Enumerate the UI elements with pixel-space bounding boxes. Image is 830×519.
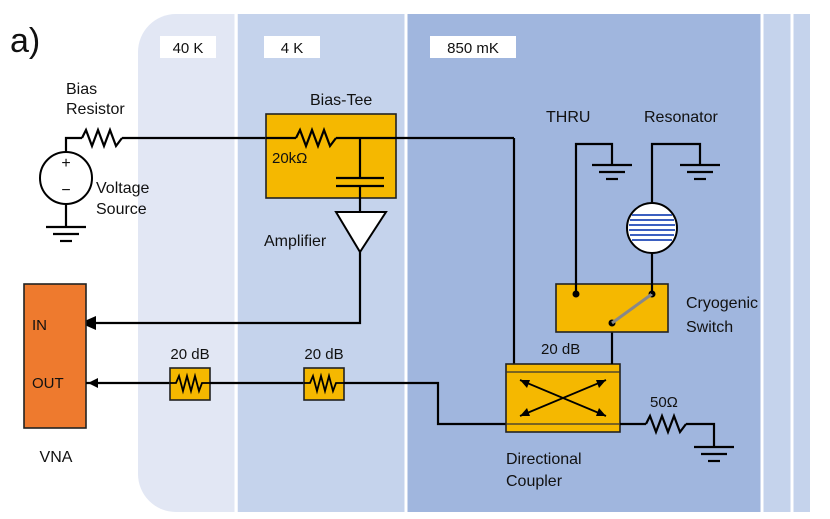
- cryogenic-switch-label: Cryogenic: [686, 295, 758, 312]
- attenuator-resistor: [304, 372, 344, 395]
- coupler-arrow: [519, 379, 607, 417]
- voltage-source-label: Source: [96, 201, 147, 218]
- attenuator-1: [169, 367, 211, 401]
- bias-tee-resistor: [295, 126, 337, 150]
- directional-coupler-label: Coupler: [506, 473, 563, 490]
- bias-resistor-label: Resistor: [66, 101, 125, 118]
- source-minus-sign: −: [61, 182, 70, 199]
- vna-box: [23, 283, 87, 429]
- termination-label: 50Ω: [650, 394, 678, 411]
- amplifier-icon: [334, 211, 388, 254]
- arrow-icon: [80, 316, 96, 330]
- wire: [686, 422, 716, 446]
- attenuator-1-label: 20 dB: [170, 346, 209, 363]
- vna-out-label: OUT: [32, 375, 64, 392]
- wire: [64, 136, 82, 155]
- termination-resistor: [645, 412, 687, 436]
- source-plus-sign: +: [61, 155, 70, 172]
- stage-850mk-label: 850 mK: [447, 40, 499, 57]
- switch-lever: [611, 292, 653, 325]
- wire: [650, 142, 702, 204]
- arrow-icon: [520, 408, 530, 416]
- attenuator-2-label: 20 dB: [304, 346, 343, 363]
- wire: [574, 142, 614, 294]
- cryogenic-switch-label: Switch: [686, 319, 733, 336]
- arrow-icon: [596, 408, 606, 416]
- stage-label-box: [430, 36, 516, 58]
- ground-icon: [592, 163, 632, 181]
- coupler-attenuation-label: 20 dB: [541, 341, 580, 358]
- thru-label: THRU: [546, 109, 590, 126]
- attenuator-resistor: [170, 372, 210, 395]
- stage-4k-label: 4 K: [281, 40, 304, 57]
- bias-tee-resistor-label: 20kΩ: [272, 150, 307, 167]
- stage-inner-panel: [762, 14, 810, 512]
- arrow-icon: [596, 380, 606, 388]
- stage-40k-label: 40 K: [173, 40, 204, 57]
- bias-tee-label: Bias-Tee: [310, 92, 372, 109]
- panel-label: a): [10, 22, 40, 60]
- ground-icon: [680, 163, 720, 181]
- bias-tee-box: [265, 113, 397, 199]
- wire: [92, 252, 362, 325]
- stage-label-box: [264, 36, 320, 58]
- stage-label-box: [160, 36, 216, 58]
- wire: [344, 381, 506, 426]
- resonator-icon: [626, 202, 678, 254]
- bias-resistor-label: Bias: [66, 81, 97, 98]
- ground-icon: [694, 445, 734, 463]
- directional-coupler-label: Directional: [506, 451, 582, 468]
- arrow-icon: [520, 380, 530, 388]
- vna-in-label: IN: [32, 317, 47, 334]
- resonator-label: Resonator: [644, 109, 718, 126]
- voltage-source-label: Voltage: [96, 180, 149, 197]
- bias-resistor: [81, 126, 123, 150]
- stage-4k-panel: [238, 14, 406, 512]
- amplifier-label: Amplifier: [264, 233, 327, 250]
- stage-850mk-panel: [406, 14, 762, 512]
- vna-label: VNA: [40, 449, 73, 466]
- ground-icon: [46, 225, 86, 243]
